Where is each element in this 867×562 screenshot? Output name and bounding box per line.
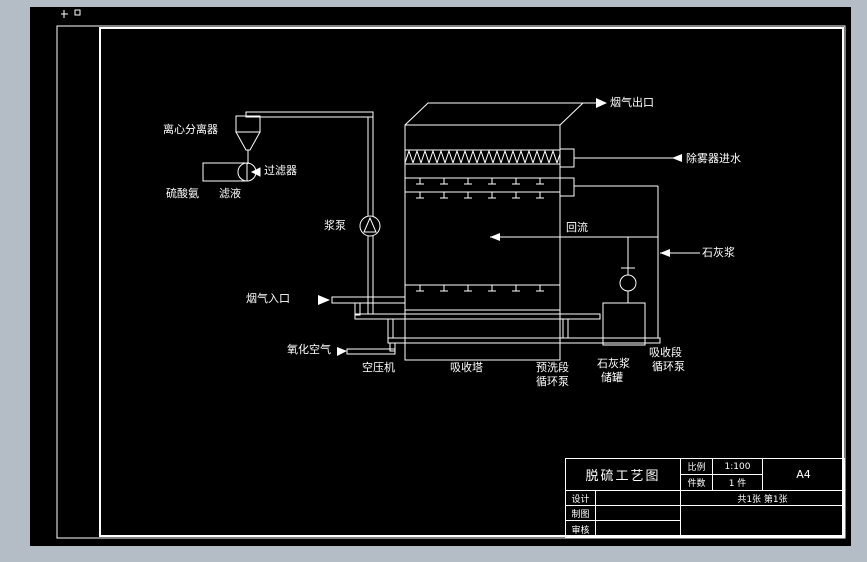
centrifugal-separator-symbol (235, 115, 261, 164)
titleblock-row-design-value (596, 491, 681, 506)
label-ammonium-sulfate: 硫酸氨 (166, 187, 199, 200)
drawing-canvas (30, 7, 851, 546)
label-oxidation-air: 氧化空气 (287, 343, 331, 356)
titleblock-scale-label: 比例 (681, 459, 713, 475)
label-filter: 过滤器 (264, 164, 297, 177)
pipe-slurry-vertical (367, 116, 374, 315)
spray-supply-line (574, 185, 659, 338)
tower-roof (404, 102, 585, 126)
label-flue-gas-inlet: 烟气入口 (246, 292, 290, 305)
pipe-recirc-lower (387, 337, 661, 344)
label-reflux: 回流 (566, 221, 588, 234)
label-filtrate: 滤液 (219, 187, 241, 200)
filter-label-arrow (250, 167, 261, 177)
label-air-compressor: 空压机 (362, 361, 395, 374)
pipe-oxidation-air (346, 348, 396, 355)
tank-valve-symbol (619, 237, 637, 303)
demister-water-line (574, 154, 682, 162)
left-arrow-icon (672, 154, 682, 162)
titleblock-sheets: 共1张 第1张 (681, 491, 844, 506)
tower-body (404, 124, 561, 361)
label-lime-tank-1: 石灰浆 (597, 357, 630, 370)
flue-gas-inlet-arrow-icon (318, 295, 330, 305)
slurry-pump-symbol (359, 215, 381, 237)
label-lime-slurry: 石灰浆 (702, 246, 735, 259)
pipe-stub-air (389, 342, 396, 352)
right-arrow-icon (596, 98, 607, 108)
pipe-stub-left (354, 302, 361, 316)
filter-symbol (202, 162, 261, 182)
oxidation-air-arrow-icon (337, 347, 347, 356)
label-centrifugal-separator: 离心分离器 (163, 123, 218, 136)
label-flue-gas-outlet: 烟气出口 (610, 96, 654, 109)
title-block: 脱硫工艺图 比例 1:100 件数 1 件 A4 设计 制图 审核 共1张 第1… (565, 458, 845, 538)
titleblock-sheet-size: A4 (763, 459, 844, 491)
pipe-stub-right (562, 318, 569, 339)
titleblock-row-design-label: 设计 (566, 491, 596, 506)
drawing-frame (56, 25, 846, 539)
left-arrow-icon (490, 233, 500, 241)
label-prewash-pump-2: 循环泵 (536, 375, 569, 388)
pipe-stub-mid (387, 318, 394, 339)
titleblock-row-check-value (596, 521, 681, 537)
titleblock-row-check-label: 审核 (566, 521, 596, 537)
left-arrow-icon (660, 249, 670, 257)
spray-nozzles (415, 177, 545, 292)
titleblock-qty-value: 1 件 (713, 475, 763, 491)
tower-right-box-upper (559, 148, 575, 168)
lime-slurry-line (660, 249, 700, 257)
label-absorption-pump-2: 循环泵 (652, 360, 685, 373)
flue-gas-outlet-line (583, 98, 607, 108)
label-lime-tank-2: 储罐 (601, 371, 623, 384)
titleblock-drawing-title: 脱硫工艺图 (566, 459, 681, 491)
lime-slurry-tank-symbol (602, 302, 646, 346)
titleblock-scale-value: 1:100 (713, 459, 763, 475)
pipe-network (245, 111, 661, 355)
label-absorption-tower: 吸收塔 (450, 361, 483, 374)
demister-band (404, 149, 561, 165)
label-demister-water: 除雾器进水 (686, 152, 741, 165)
pipe-top-horizontal (245, 111, 374, 118)
titleblock-qty-label: 件数 (681, 475, 713, 491)
titleblock-row-draft-label: 制图 (566, 506, 596, 521)
titleblock-row-draft-value (596, 506, 681, 521)
label-prewash-pump-1: 预洗段 (536, 361, 569, 374)
label-slurry-pump: 浆泵 (324, 219, 346, 232)
titleblock-empty-cell (681, 506, 844, 537)
label-absorption-pump-1: 吸收段 (649, 346, 682, 359)
pipe-recirc-upper (354, 313, 601, 320)
reflux-line (490, 233, 658, 241)
corner-artifact-marks (61, 9, 81, 18)
absorption-tower-symbol (404, 102, 585, 361)
tower-right-box-lower (559, 177, 575, 197)
